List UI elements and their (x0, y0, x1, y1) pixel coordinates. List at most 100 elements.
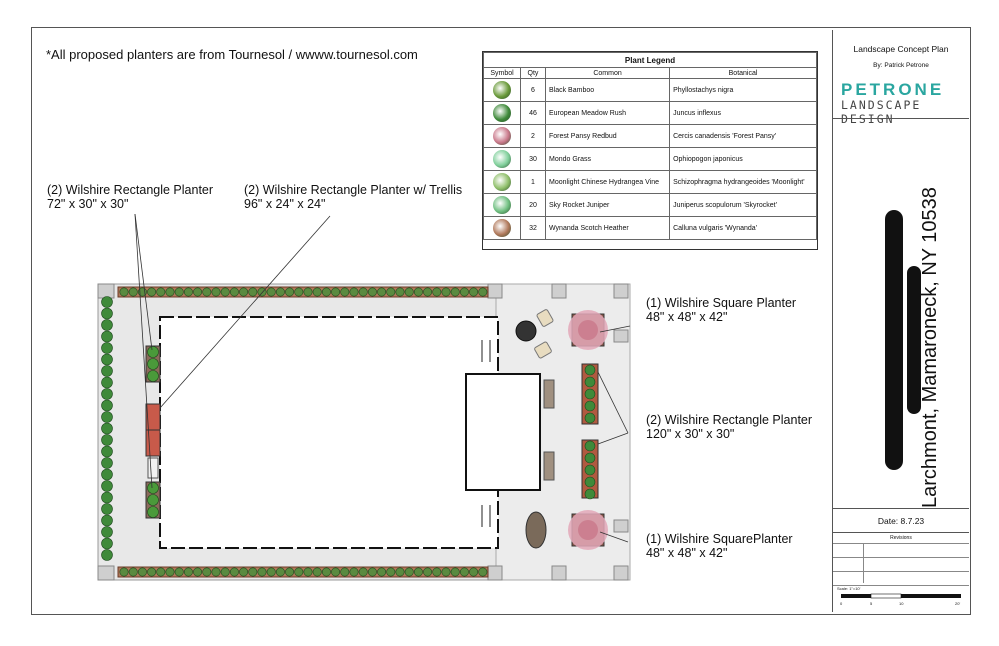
legend-botanical-name: Phyllostachys nigra (669, 78, 817, 102)
juncus-shrub (101, 307, 113, 320)
trellis-frame (147, 457, 159, 479)
heather-shrub (285, 567, 295, 577)
heather-shrub (128, 287, 138, 297)
heather-shrub (294, 567, 304, 577)
heather-shrub (404, 567, 414, 577)
juncus-shrub (101, 399, 113, 412)
lounge-chair-1 (536, 309, 554, 327)
heather-shrub (469, 567, 479, 577)
lounge-chair-2 (534, 341, 552, 359)
planter-shrub (584, 412, 596, 424)
juncus-shrub (101, 365, 113, 377)
petrone-logo-subtitle: LANDSCAPE DESIGN (841, 98, 922, 126)
heather-shrub (156, 567, 166, 577)
legend-botanical-name: Juncus inflexus (669, 101, 817, 125)
juncus-shrub (101, 422, 113, 435)
planter-shrub (147, 370, 159, 382)
heather-shrub (165, 287, 175, 297)
heather-shrub (248, 287, 258, 297)
planter-shrub (584, 400, 596, 412)
juncus-shrub (101, 388, 113, 400)
heather-shrub (413, 287, 423, 297)
heather-shrub (377, 567, 387, 577)
juncus-shrub (101, 457, 113, 469)
heather-shrub (294, 287, 304, 297)
legend-header-common: Common (544, 67, 671, 79)
heather-shrub (441, 567, 451, 577)
heather-shrub (395, 567, 405, 577)
juncus-shrub (101, 296, 113, 308)
juncus-shrub (101, 342, 113, 354)
planter-shrub (147, 482, 159, 494)
heather-shrub (266, 287, 276, 297)
juncus-shrub (101, 514, 113, 527)
title-divider (833, 118, 969, 119)
heather-shrub (413, 567, 423, 577)
legend-common-name: Black Bamboo (544, 78, 671, 102)
heather-shrub (450, 567, 460, 577)
heather-shrub (321, 567, 331, 577)
heather-shrub (266, 567, 276, 577)
heather-shrub (340, 567, 350, 577)
building-footprint (159, 316, 499, 549)
legend-qty: 20 (520, 193, 546, 217)
door-south (481, 505, 491, 527)
juncus-shrub (101, 503, 113, 515)
door-north (481, 340, 491, 362)
heather-shrub (174, 567, 184, 577)
heather-shrub (459, 567, 469, 577)
project-address: Larchmont, Mamaroneck, NY 10538 (919, 187, 941, 508)
scale-bar (841, 593, 961, 599)
heather-shrub (229, 567, 239, 577)
heather-shrub (275, 287, 285, 297)
legend-title: Plant Legend (483, 52, 817, 68)
title-block: Landscape Concept Plan By: Patrick Petro… (832, 30, 969, 612)
heather-shrub (183, 567, 193, 577)
heather-shrub (386, 567, 396, 577)
plan-author: By: Patrick Petrone (873, 62, 929, 69)
heather-shrub (312, 287, 322, 297)
heather-shrub (423, 567, 433, 577)
parapet-columns (97, 283, 629, 581)
plant-legend: Plant Legend Symbol Qty Common Botanical… (482, 51, 818, 250)
legend-header-botanical: Botanical (669, 67, 817, 79)
plan-date: Date: 8.7.23 (877, 516, 925, 526)
heather-symbol (493, 219, 511, 237)
scale-mark-10: 10 (899, 601, 904, 606)
heather-shrub (358, 567, 368, 577)
juncus-shrub (101, 330, 113, 343)
leader-lines (134, 213, 631, 543)
planter-shrub (147, 506, 159, 518)
heather-shrub (211, 567, 221, 577)
petrone-logo: PETRONE (841, 80, 945, 99)
heather-shrub (423, 287, 433, 297)
legend-botanical-name: Schizophragma hydrangeoides 'Moonlight' (669, 170, 817, 194)
heather-shrub (321, 287, 331, 297)
heather-shrub (450, 287, 460, 297)
legend-qty: 30 (520, 147, 546, 171)
heather-shrub (404, 287, 414, 297)
planter-shrub (147, 358, 159, 370)
legend-botanical-name: Calluna vulgaris 'Wynanda' (669, 216, 817, 240)
supplier-note: *All proposed planters are from Tourneso… (46, 47, 418, 62)
bench-2 (543, 451, 555, 481)
heather-shrub (395, 287, 405, 297)
juniper-symbol (493, 196, 511, 214)
heather-shrub (432, 567, 442, 577)
legend-qty: 32 (520, 216, 546, 240)
legend-header-qty: Qty (520, 67, 546, 79)
heather-shrub (193, 567, 203, 577)
heather-shrub (377, 287, 387, 297)
date-divider-bottom (833, 532, 969, 533)
legend-common-name: Mondo Grass (544, 147, 671, 171)
heather-shrub (441, 287, 451, 297)
square-planter-north (568, 310, 608, 350)
east-planter-shrubs (584, 364, 596, 500)
legend-header-symbol: Symbol (483, 67, 521, 79)
planter-shrub (584, 376, 596, 388)
juncus-shrub (101, 445, 113, 458)
